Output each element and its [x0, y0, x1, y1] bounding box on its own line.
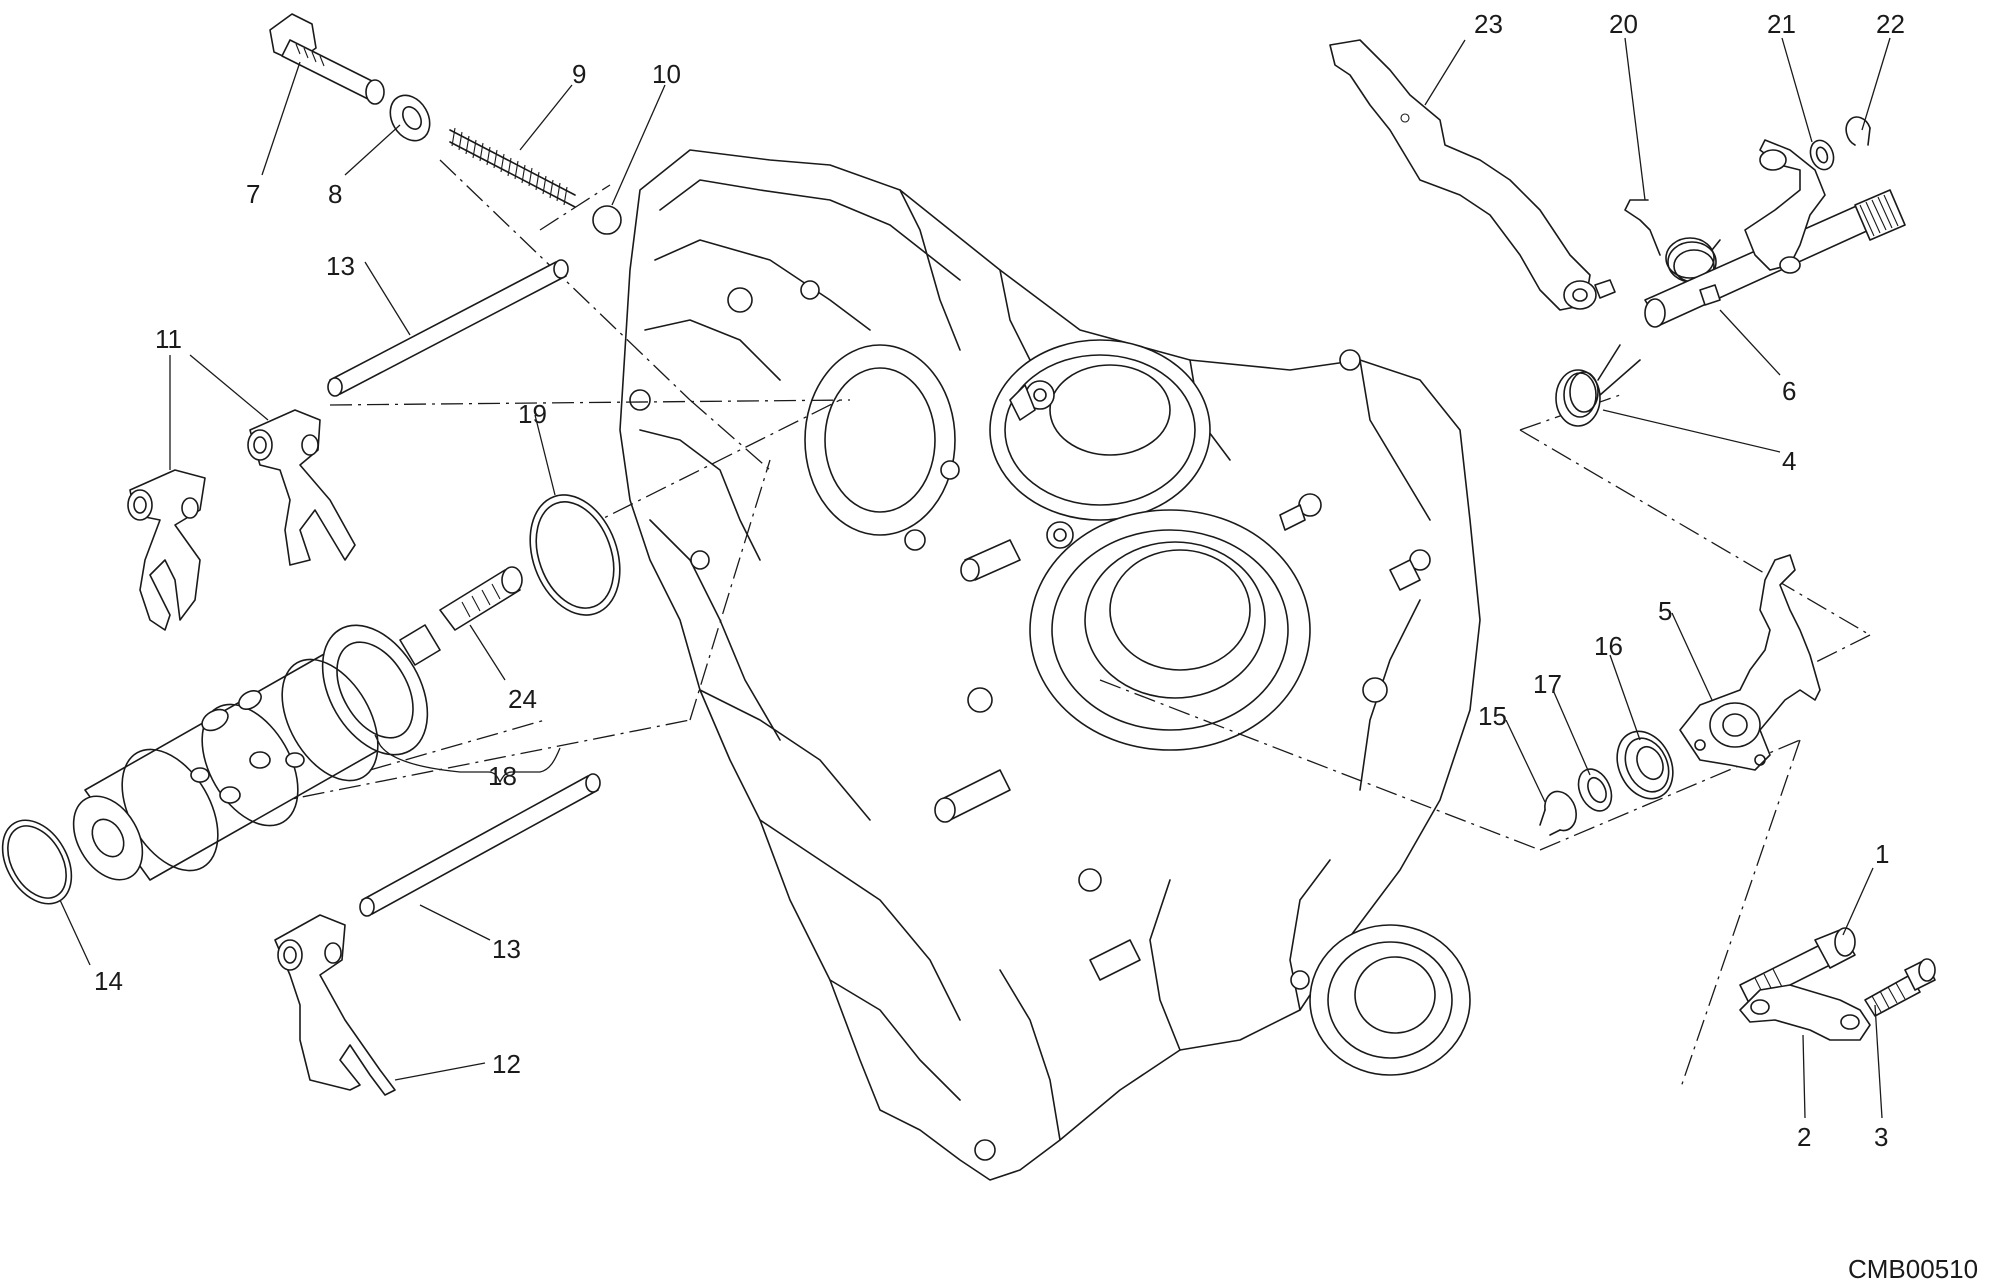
- shift-fork-11-left: [127, 469, 206, 631]
- callout-6: 6: [1782, 376, 1796, 406]
- callout-13-upper: 13: [326, 251, 355, 281]
- callout-2: 2: [1797, 1122, 1811, 1152]
- shift-fork-11-right: [247, 409, 356, 566]
- callout-numbers: 1 2 3 4 5 6 7 8 9 10 11 12 13 13 14 15 1…: [94, 9, 1905, 1152]
- callout-5: 5: [1658, 596, 1672, 626]
- washer-8: [389, 94, 431, 142]
- callout-leaders: [59, 37, 1891, 1119]
- callout-23: 23: [1474, 9, 1503, 39]
- callout-7: 7: [246, 179, 260, 209]
- shift-lever-23: [1329, 39, 1616, 311]
- callout-14: 14: [94, 966, 123, 996]
- fork-rod-13-upper: [327, 259, 569, 397]
- callout-20: 20: [1609, 9, 1638, 39]
- spring-4: [1555, 344, 1641, 427]
- callout-13-lower: 13: [492, 934, 521, 964]
- callout-9: 9: [572, 59, 586, 89]
- fork-rod-13-lower: [359, 773, 601, 917]
- spring-9: [449, 127, 576, 208]
- callout-8: 8: [328, 179, 342, 209]
- circlip-22: [1845, 116, 1871, 146]
- callout-17: 17: [1533, 669, 1562, 699]
- screw-3: [1864, 958, 1936, 1017]
- washer-21: [1809, 139, 1835, 171]
- pin-24: [439, 566, 523, 631]
- callout-4: 4: [1782, 446, 1796, 476]
- bushing-16: [1616, 730, 1674, 800]
- o-ring-14: [1, 819, 73, 905]
- bolt-7: [269, 13, 385, 105]
- shift-fork-12: [274, 914, 396, 1096]
- callout-3: 3: [1874, 1122, 1888, 1152]
- callout-21: 21: [1767, 9, 1796, 39]
- callout-16: 16: [1594, 631, 1623, 661]
- callout-11: 11: [155, 324, 182, 354]
- callout-10: 10: [652, 59, 681, 89]
- return-spring-20: [1624, 199, 1721, 283]
- gear-shift-shaft-6: [1644, 139, 1906, 328]
- callout-22: 22: [1876, 9, 1905, 39]
- circlip-15: [1539, 790, 1577, 836]
- callout-24: 24: [508, 684, 537, 714]
- selector-plate-5: [1679, 554, 1821, 771]
- callout-19: 19: [518, 399, 547, 429]
- ball-10: [592, 205, 622, 235]
- callout-15: 15: [1478, 701, 1507, 731]
- callout-12: 12: [492, 1049, 521, 1079]
- drawing-code: CMB00510: [1848, 1254, 1978, 1283]
- callout-18: 18: [488, 761, 517, 791]
- crankcase-half: [619, 149, 1481, 1181]
- selector-drum-18: [72, 624, 441, 881]
- o-ring-19: [529, 494, 621, 616]
- washer-17: [1577, 768, 1613, 812]
- plate-2: [1739, 984, 1871, 1041]
- callout-1: 1: [1875, 839, 1889, 869]
